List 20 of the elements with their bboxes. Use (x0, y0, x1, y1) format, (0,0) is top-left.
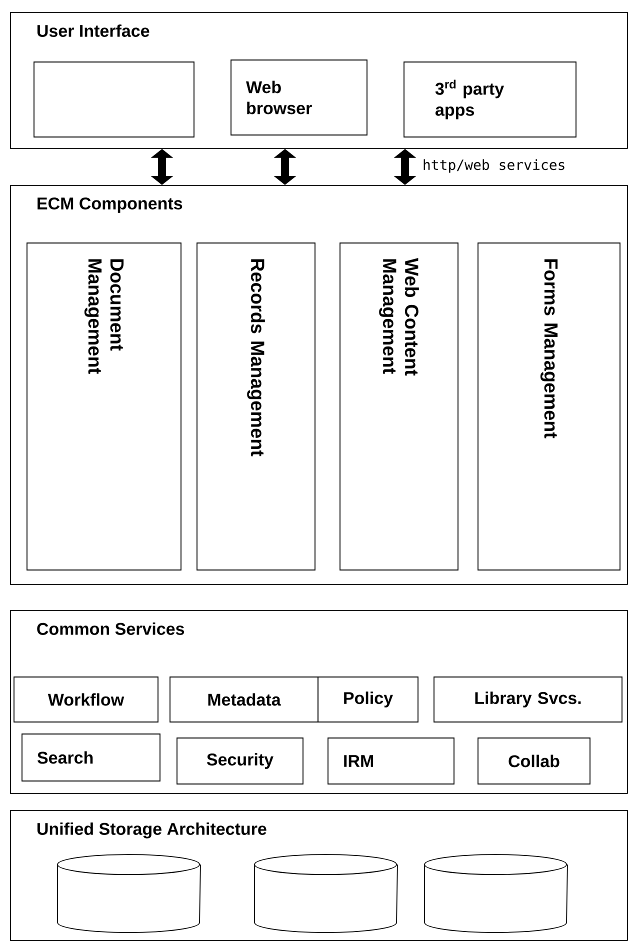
service-box: Workflow (14, 676, 158, 722)
interface-box (34, 62, 194, 138)
service-box: IRM (328, 738, 454, 784)
component-box: Web Content Management (340, 242, 458, 570)
edge-label: http/web services (424, 159, 564, 173)
service-box: Collab (478, 738, 590, 784)
service-box: Policy (318, 676, 418, 722)
storage-cylinder (57, 854, 201, 933)
storage-cylinder (254, 854, 398, 933)
service-box: Search (22, 734, 160, 782)
component-box: Records Management (196, 242, 316, 570)
component-box: Document Management (26, 242, 182, 570)
storage-cylinder (424, 854, 568, 933)
component-box: Forms Management (478, 242, 620, 570)
service-box: Library Svcs. (434, 676, 622, 722)
interface-box: 3$^{rd}$ party apps (404, 62, 576, 138)
service-box: Metadata (170, 676, 318, 722)
interface-box: Web browser (230, 60, 368, 136)
service-box: Security (176, 738, 304, 784)
layer-panel: Unified Storage Architecture (10, 810, 628, 941)
